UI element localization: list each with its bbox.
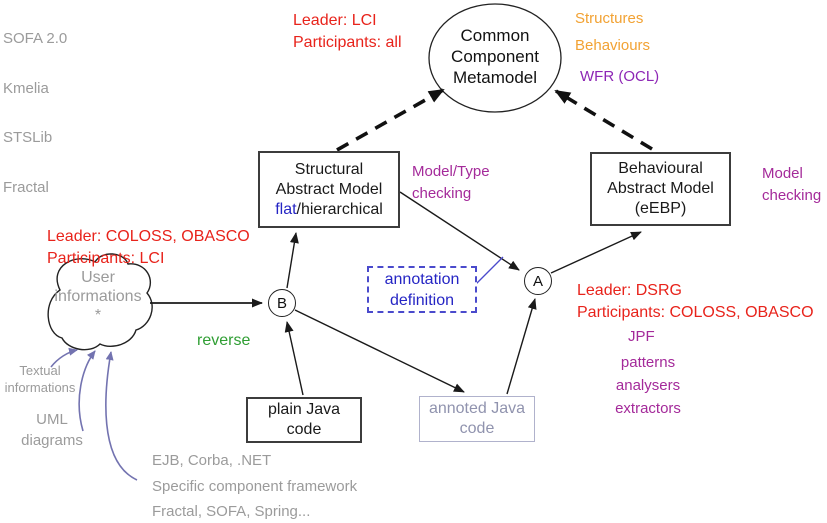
- annoted-java-code-node: annoted Java code: [419, 396, 535, 442]
- structural-title: Structural Abstract Model: [275, 160, 383, 198]
- user-informations-cloud-shape: [47, 253, 153, 351]
- arrow-uml-to-cloud: [78, 350, 96, 432]
- framework-item-kmelia: Kmelia: [3, 79, 49, 97]
- metamodel-ellipse: [428, 3, 562, 113]
- uml-diagrams-label: UML diagrams: [21, 411, 83, 449]
- arrow-structural-to-metamodel: [336, 88, 445, 152]
- arrow-textual-to-cloud: [50, 347, 78, 368]
- metamodel-node-label: Common Component Metamodel: [451, 26, 539, 87]
- annotation-definition-node: annotation definition: [367, 266, 477, 313]
- model-type-checking-label: Model/Type checking: [412, 163, 490, 202]
- reverse-label: reverse: [197, 332, 251, 349]
- arrow-a-to-behavioural: [550, 231, 642, 274]
- framework-item-sofa: SOFA 2.0: [3, 30, 68, 47]
- arrow-behavioural-to-metamodel: [554, 89, 653, 151]
- textual-informations-label: Textual informations: [4, 363, 76, 395]
- wfr-ocl-label: WFR (OCL): [580, 68, 660, 85]
- arrow-annotedjava-to-a: [506, 298, 537, 395]
- model-checking-label: Model checking: [762, 165, 822, 204]
- jpf-label: JPF: [628, 328, 655, 345]
- metamodel-leader-label: Leader: LCI Participants: all: [293, 12, 402, 51]
- behavioural-leader-label: Leader: DSRG Participants: COLOSS, OBASC…: [577, 282, 814, 321]
- structures-label: Structures: [575, 10, 644, 27]
- behaviours-label: Behaviours: [575, 37, 651, 54]
- structural-abstract-model-node: Structural Abstract Model flat/hierarchi…: [258, 151, 400, 228]
- structural-hierarchical-label: /hierarchical: [296, 200, 383, 218]
- connector-b-node: B: [268, 289, 296, 317]
- arrow-b-to-annotedjava: [294, 309, 465, 393]
- framework-list: SOFA 2.0 Kmelia STSLib Fractal: [3, 6, 67, 226]
- behavioural-abstract-model-node: Behavioural Abstract Model (eEBP): [590, 152, 731, 226]
- plain-java-code-node: plain Java code: [246, 397, 362, 443]
- component-frameworks-note: EJB, Corba, .NET Specific component fram…: [152, 452, 358, 521]
- user-informations-node-label: User informations *: [54, 269, 142, 324]
- framework-item-fractal: Fractal: [3, 178, 49, 196]
- structural-leader-label: Leader: COLOSS, OBASCO Participants: LCI: [47, 228, 250, 267]
- arrow-plainjava-to-b: [284, 321, 304, 396]
- structural-flat-label: flat: [275, 200, 297, 218]
- framework-item-stslib: STSLib: [3, 129, 53, 146]
- arrow-frameworks-to-cloud: [105, 351, 138, 481]
- arrow-b-to-structural: [286, 232, 299, 289]
- structural-variants: flat/hierarchical: [275, 200, 383, 220]
- connector-a-node: A: [524, 267, 552, 295]
- analysis-tools-label: patterns analysers extractors: [615, 354, 681, 417]
- arrow-structural-to-a: [399, 191, 520, 271]
